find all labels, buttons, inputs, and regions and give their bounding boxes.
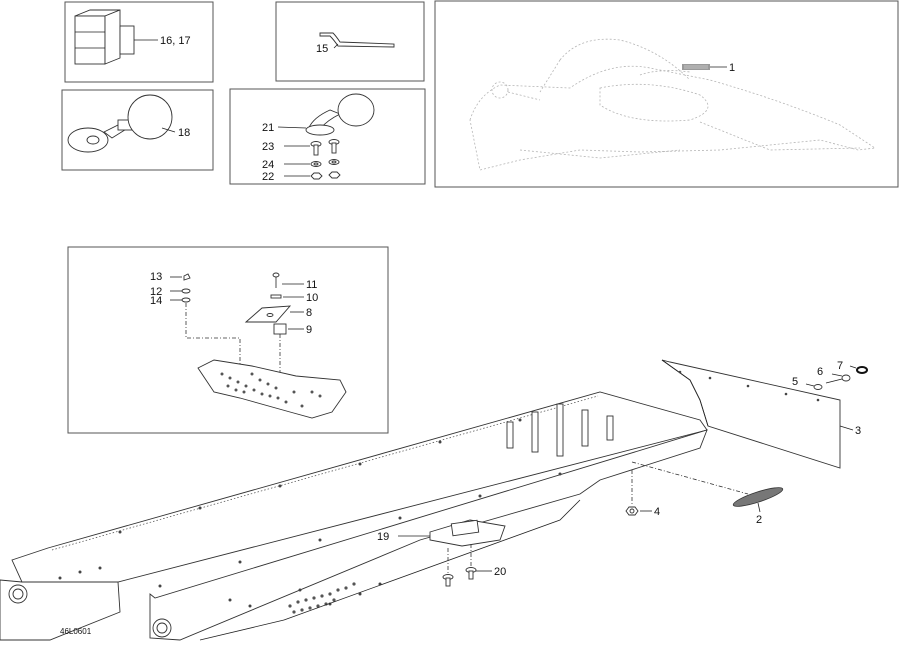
callout-1: 1 (729, 62, 735, 74)
callout-24: 24 (262, 159, 274, 171)
inset-box-21-24: 21 23 24 22 (229, 88, 426, 185)
part-5-washer-icon (813, 384, 823, 390)
part-23-screw-icon (310, 139, 340, 156)
callout-3: 3 (855, 425, 861, 437)
part-22-nut-icon (310, 171, 341, 180)
part-8-bracket-icon (244, 305, 292, 323)
part-3-mudflap-icon (661, 359, 841, 469)
callout-22: 22 (262, 171, 274, 183)
part-1-decal-icon (682, 64, 710, 70)
part-4-nut-icon (625, 506, 639, 516)
part-6-bolt-icon (825, 374, 851, 384)
inset-box-overview: 1 (434, 0, 899, 188)
snowmobile-outline (469, 38, 877, 171)
callout-19: 19 (377, 531, 389, 543)
callout-9: 9 (306, 324, 312, 336)
part-11-bolt-icon (272, 272, 280, 288)
inset-box-8-14: 13 12 14 11 10 8 9 (67, 246, 389, 434)
part-20-rivet-icon (442, 567, 477, 587)
inset-box-16-17: 16, 17 (64, 1, 214, 83)
callout-5: 5 (792, 376, 798, 388)
parts-16-17-block-icon (74, 9, 135, 65)
tunnel-assembly (0, 391, 708, 641)
inset-box-18: 18 (61, 89, 214, 171)
callout-16-17: 16, 17 (160, 35, 191, 47)
footrest-plate-icon (197, 359, 347, 419)
callout-10: 10 (306, 292, 318, 304)
callout-18: 18 (178, 127, 190, 139)
callout-15: 15 (316, 43, 328, 55)
callout-2: 2 (756, 514, 762, 526)
part-10-spring-icon (270, 294, 282, 299)
part-24-washer-icon (310, 159, 340, 167)
part-18-knob-icon (67, 94, 173, 153)
callout-13: 13 (150, 271, 162, 283)
callout-20: 20 (494, 566, 506, 578)
figure-code: 46L0601 (60, 627, 92, 636)
part-9-spacer-icon (273, 323, 287, 335)
part-7-clip-icon (856, 366, 868, 374)
tunnel-slots (506, 403, 614, 457)
callout-7: 7 (837, 360, 843, 372)
callout-8: 8 (306, 307, 312, 319)
callout-14: 14 (150, 295, 162, 307)
part-15-bracket-icon (319, 32, 395, 48)
inset-box-15: 15 (275, 1, 425, 82)
part-19-trim-icon (429, 519, 506, 547)
callout-23: 23 (262, 141, 274, 153)
callout-12: 12 (150, 286, 162, 298)
callout-21: 21 (262, 122, 274, 134)
part-21-mirror-icon (305, 93, 375, 136)
callout-6: 6 (817, 366, 823, 378)
callout-11: 11 (306, 279, 317, 291)
part-2-reflector-icon (732, 487, 784, 507)
callout-4: 4 (654, 506, 660, 518)
